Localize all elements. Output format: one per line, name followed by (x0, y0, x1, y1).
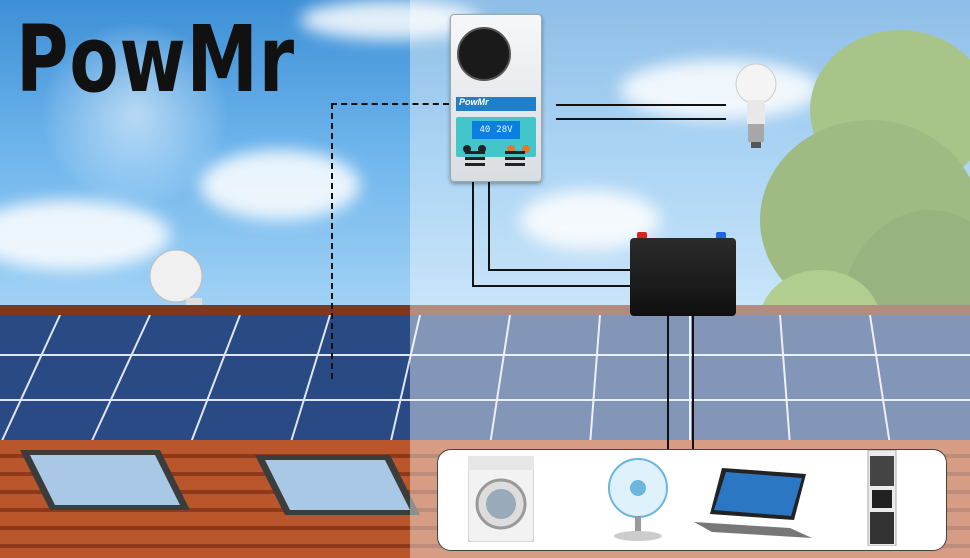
controller-button (507, 145, 515, 153)
wire-controller-to-battery (488, 269, 630, 271)
vent-slot (465, 163, 485, 166)
light-bulb-icon (735, 63, 777, 148)
wire-controller-to-bulb (556, 104, 726, 106)
solar-panel-array (0, 315, 970, 445)
battery-positive-terminal (637, 232, 647, 239)
controller-brand-label: PowMr (456, 97, 536, 111)
satellite-dish-icon (149, 249, 203, 310)
wire-battery-to-load (667, 316, 669, 450)
skylight-window (255, 455, 420, 515)
wire-controller-to-bulb (556, 118, 726, 120)
wire-controller-to-battery (472, 285, 630, 287)
lcd-value-right: 28V (496, 125, 513, 135)
lcd-value-left: 40 (479, 125, 491, 135)
fan-icon (608, 458, 668, 541)
vent-slot (505, 151, 525, 154)
vent-slot (505, 157, 525, 160)
water-dispenser-icon (867, 450, 897, 546)
sun-glare (40, 20, 230, 210)
cloud (200, 150, 360, 220)
wire-controller-to-battery (472, 180, 474, 286)
controller-lcd: 40 28V (472, 121, 520, 139)
controller-button (463, 145, 471, 153)
battery-icon (630, 238, 736, 316)
wire-battery-to-load (692, 316, 694, 450)
washing-machine-icon (468, 456, 534, 542)
wire-controller-to-battery (488, 180, 490, 270)
fan-grille-icon (457, 27, 511, 81)
controller-button (478, 145, 486, 153)
laptop-icon (694, 468, 812, 538)
controller-button (522, 145, 530, 153)
cloud (620, 60, 820, 120)
appliance-load-panel (437, 449, 947, 551)
vent-slot (465, 157, 485, 160)
skylight-window (20, 450, 190, 510)
wire-panel-to-controller (331, 103, 449, 105)
cloud (0, 200, 170, 270)
charge-controller: PowMr 40 28V (450, 14, 542, 182)
vent-slot (465, 151, 485, 154)
battery-negative-terminal (716, 232, 726, 239)
vent-slot (505, 163, 525, 166)
brand-logo: PowMr (16, 6, 295, 113)
wire-panel-drop (331, 103, 333, 379)
